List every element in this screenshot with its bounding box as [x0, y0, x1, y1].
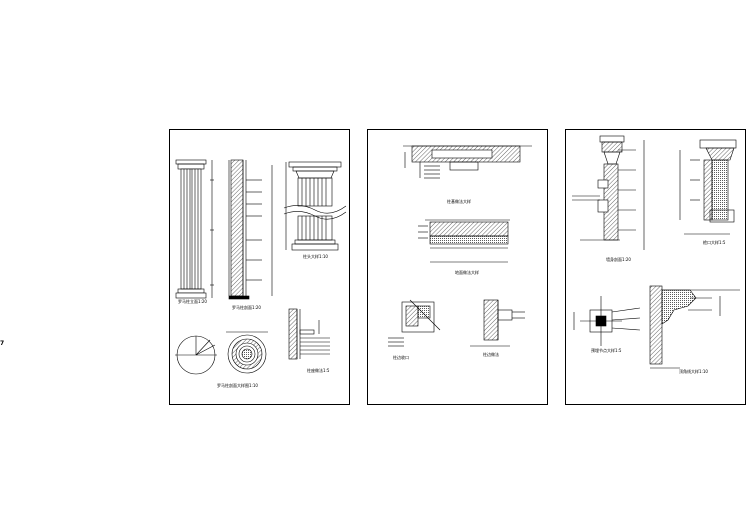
caption-top-detail: 顶角线大样1:10: [679, 369, 708, 374]
stray-mark: 7: [0, 340, 5, 347]
caption-node-detail: 预埋节点大样1:5: [591, 348, 622, 353]
caption-wall-section: 墙身剖面1:20: [606, 257, 631, 262]
detail-b: [418, 219, 510, 263]
top-detail: [649, 285, 740, 369]
detail-c: [388, 299, 441, 347]
cornice-detail: [679, 139, 737, 235]
drawing-sheet-2: [367, 129, 548, 405]
caption-column-section: 罗马柱剖面1:20: [232, 305, 261, 310]
plan-section: [175, 331, 268, 375]
caption-detail-b: 地面做法大样: [455, 270, 479, 275]
base-detail: [288, 308, 330, 360]
caption-detail-d: 柱边做法: [483, 352, 499, 357]
caption-capital-detail: 柱头大样1:10: [303, 254, 328, 259]
detail-a: [403, 145, 532, 179]
caption-detail-c: 柱边收口: [393, 355, 409, 360]
column-elevation: [175, 159, 214, 299]
caption-detail-a: 柱基做法大样: [447, 199, 471, 204]
wall-section: [572, 135, 645, 250]
column-section: [228, 159, 273, 300]
caption-column-elevation: 罗马柱立面1:20: [178, 299, 207, 304]
caption-cornice-detail: 檐口大样1:5: [703, 240, 726, 245]
caption-base-detail: 柱座做法1:5: [307, 368, 330, 373]
capital-detail: [283, 161, 347, 251]
caption-plan-section: 罗马柱剖面大样图1:10: [217, 383, 258, 388]
node-detail: [573, 296, 641, 346]
detail-d: [470, 299, 525, 347]
